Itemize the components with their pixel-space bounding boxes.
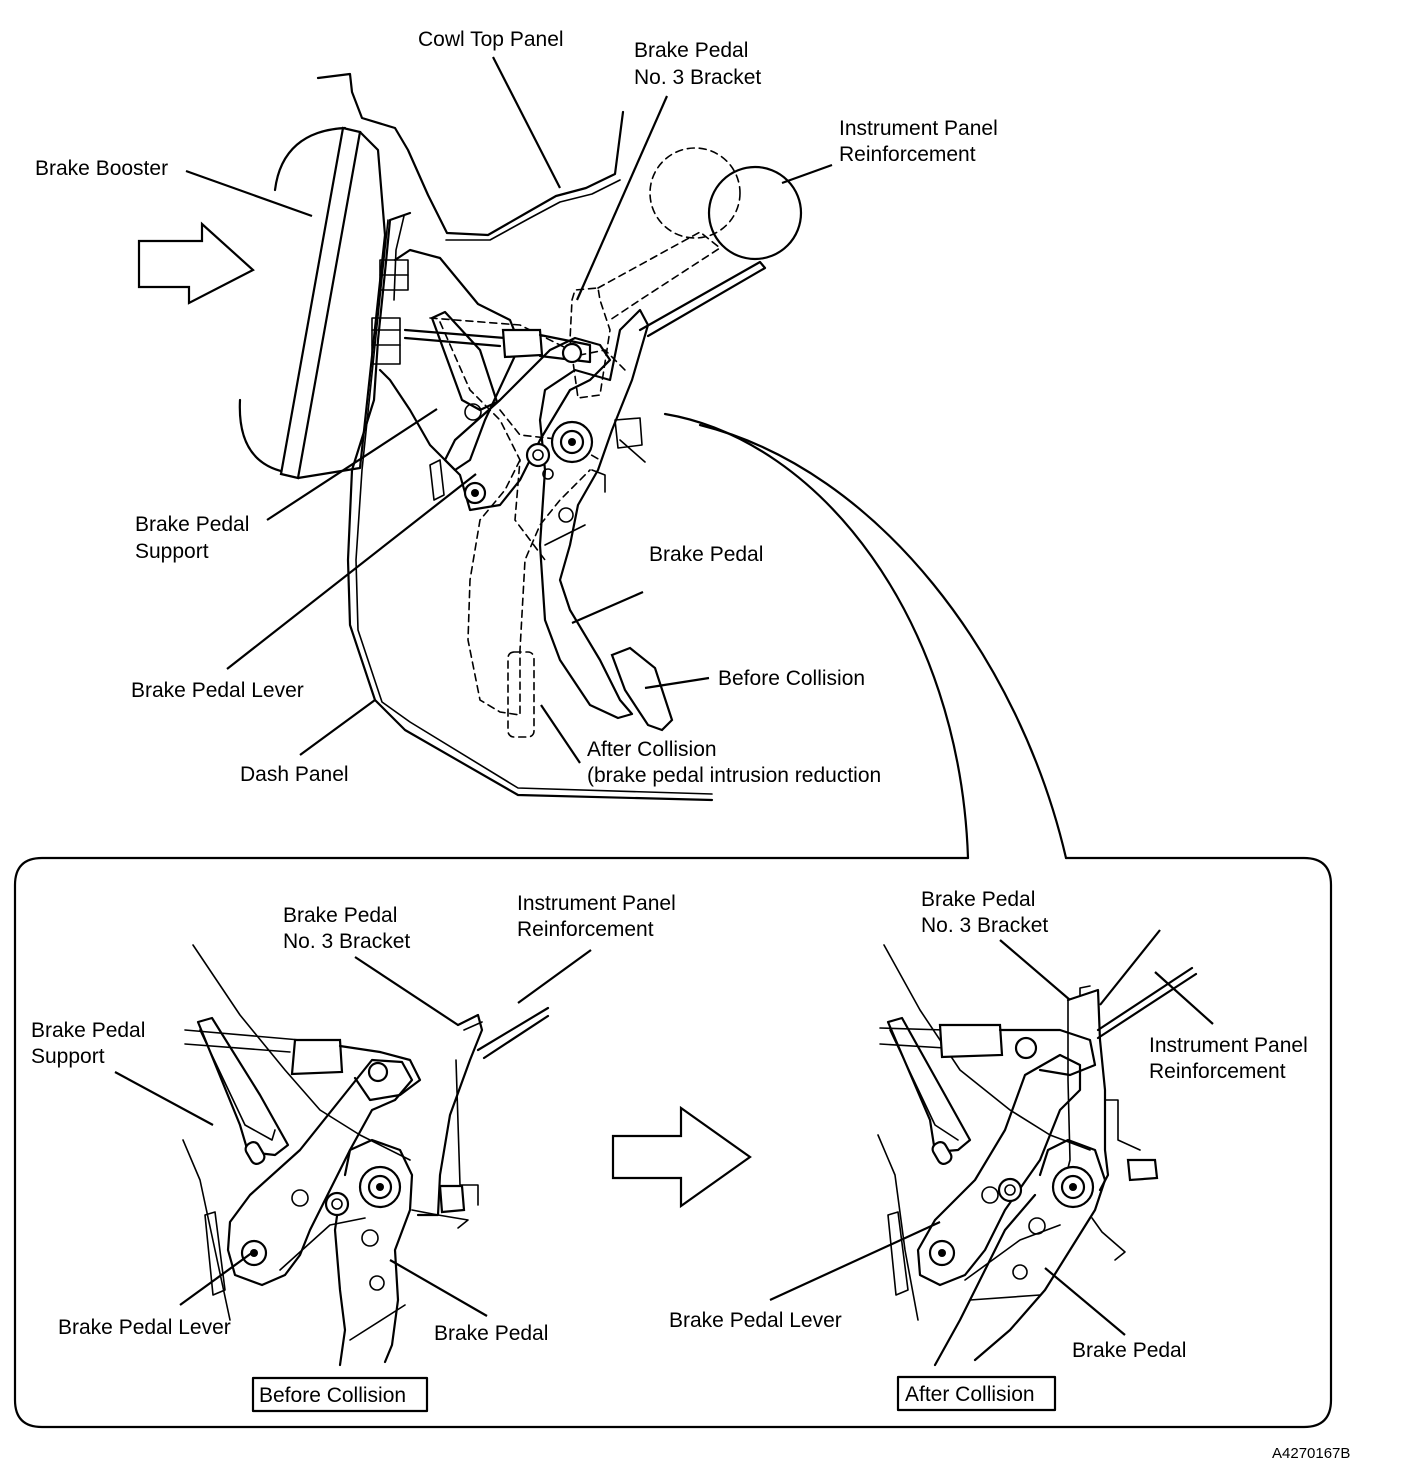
detail-before-drawing (114, 944, 592, 1367)
label-ip-reinforcement-after-1: Instrument Panel (1149, 1034, 1308, 1057)
label-brake-pedal-support-before-1: Brake Pedal (31, 1019, 145, 1042)
force-direction-arrow-top (137, 221, 255, 305)
label-no3-bracket-after-1: Brake Pedal (921, 888, 1035, 911)
label-ip-reinforcement-top-2: Reinforcement (839, 143, 976, 166)
label-brake-pedal-before: Brake Pedal (434, 1322, 548, 1345)
label-brake-pedal-lever-before: Brake Pedal Lever (58, 1316, 231, 1339)
label-brake-pedal-lever-top: Brake Pedal Lever (131, 679, 304, 702)
brake-pedal-lever-shape (443, 336, 612, 512)
detail-after-labels: Brake Pedal No. 3 Bracket Instrument Pan… (669, 888, 1308, 1412)
top-assembly-drawing (137, 56, 1068, 860)
detail-before-pedal (343, 1138, 414, 1364)
detail-frame (13, 856, 1333, 1429)
label-dash-panel: Dash Panel (240, 763, 349, 786)
caption-box-before (251, 1376, 429, 1413)
caption-after-collision: After Collision (905, 1383, 1035, 1406)
detail-after-no3-bracket (1066, 988, 1110, 1192)
figure-code: A4270167B (1272, 1445, 1350, 1462)
label-ip-reinforcement-before-2: Reinforcement (517, 918, 654, 941)
label-no3-bracket-before-2: No. 3 Bracket (283, 930, 410, 953)
label-brake-pedal-top: Brake Pedal (649, 543, 763, 566)
caption-before-collision: Before Collision (259, 1384, 406, 1407)
label-after-collision-top-1: After Collision (587, 738, 717, 761)
detail-after-lever (916, 1053, 1082, 1287)
label-no3-bracket-top-1: Brake Pedal (634, 39, 748, 62)
pedal-after-collision-dashed (467, 459, 591, 716)
cowl-top-panel-shape (316, 72, 625, 237)
brake-booster-shape (273, 126, 347, 192)
label-brake-pedal-support-top-2: Support (135, 540, 209, 563)
label-brake-booster: Brake Booster (35, 157, 168, 180)
brake-pedal-support-shape (378, 248, 522, 472)
caption-box-after (896, 1375, 1057, 1412)
label-no3-bracket-before-1: Brake Pedal (283, 904, 397, 927)
detail-after-drawing (769, 929, 1214, 1367)
label-after-collision-top-2: (brake pedal intrusion reduction (587, 764, 881, 787)
brake-pedal-shape (538, 308, 650, 720)
detail-after-pedal (973, 1138, 1107, 1362)
instrument-panel-reinforcement-previous (649, 147, 741, 239)
label-brake-pedal-support-before-2: Support (31, 1045, 105, 1068)
label-brake-pedal-after: Brake Pedal (1072, 1339, 1186, 1362)
detail-before-labels: Brake Pedal No. 3 Bracket Instrument Pan… (31, 892, 676, 1413)
label-no3-bracket-after-2: No. 3 Bracket (921, 914, 1048, 937)
label-before-collision-top: Before Collision (718, 667, 865, 690)
brake-pedal-pad (610, 646, 674, 732)
brake-booster-plate (279, 126, 362, 480)
label-no3-bracket-top-2: No. 3 Bracket (634, 66, 761, 89)
label-brake-pedal-lever-after: Brake Pedal Lever (669, 1309, 842, 1332)
detail-before-no3-bracket (416, 1013, 484, 1217)
label-ip-reinforcement-before-1: Instrument Panel (517, 892, 676, 915)
label-brake-pedal-support-top-1: Brake Pedal (135, 513, 249, 536)
detail-before-lever (226, 1058, 414, 1287)
dash-panel-shape (346, 211, 714, 802)
top-labels: Cowl Top Panel Brake Pedal No. 3 Bracket… (35, 28, 998, 787)
label-ip-reinforcement-after-2: Reinforcement (1149, 1060, 1286, 1083)
instrument-panel-reinforcement-circle (707, 165, 803, 261)
label-ip-reinforcement-top-1: Instrument Panel (839, 117, 998, 140)
label-cowl-top-panel: Cowl Top Panel (418, 28, 564, 51)
transition-arrow (611, 1105, 752, 1209)
